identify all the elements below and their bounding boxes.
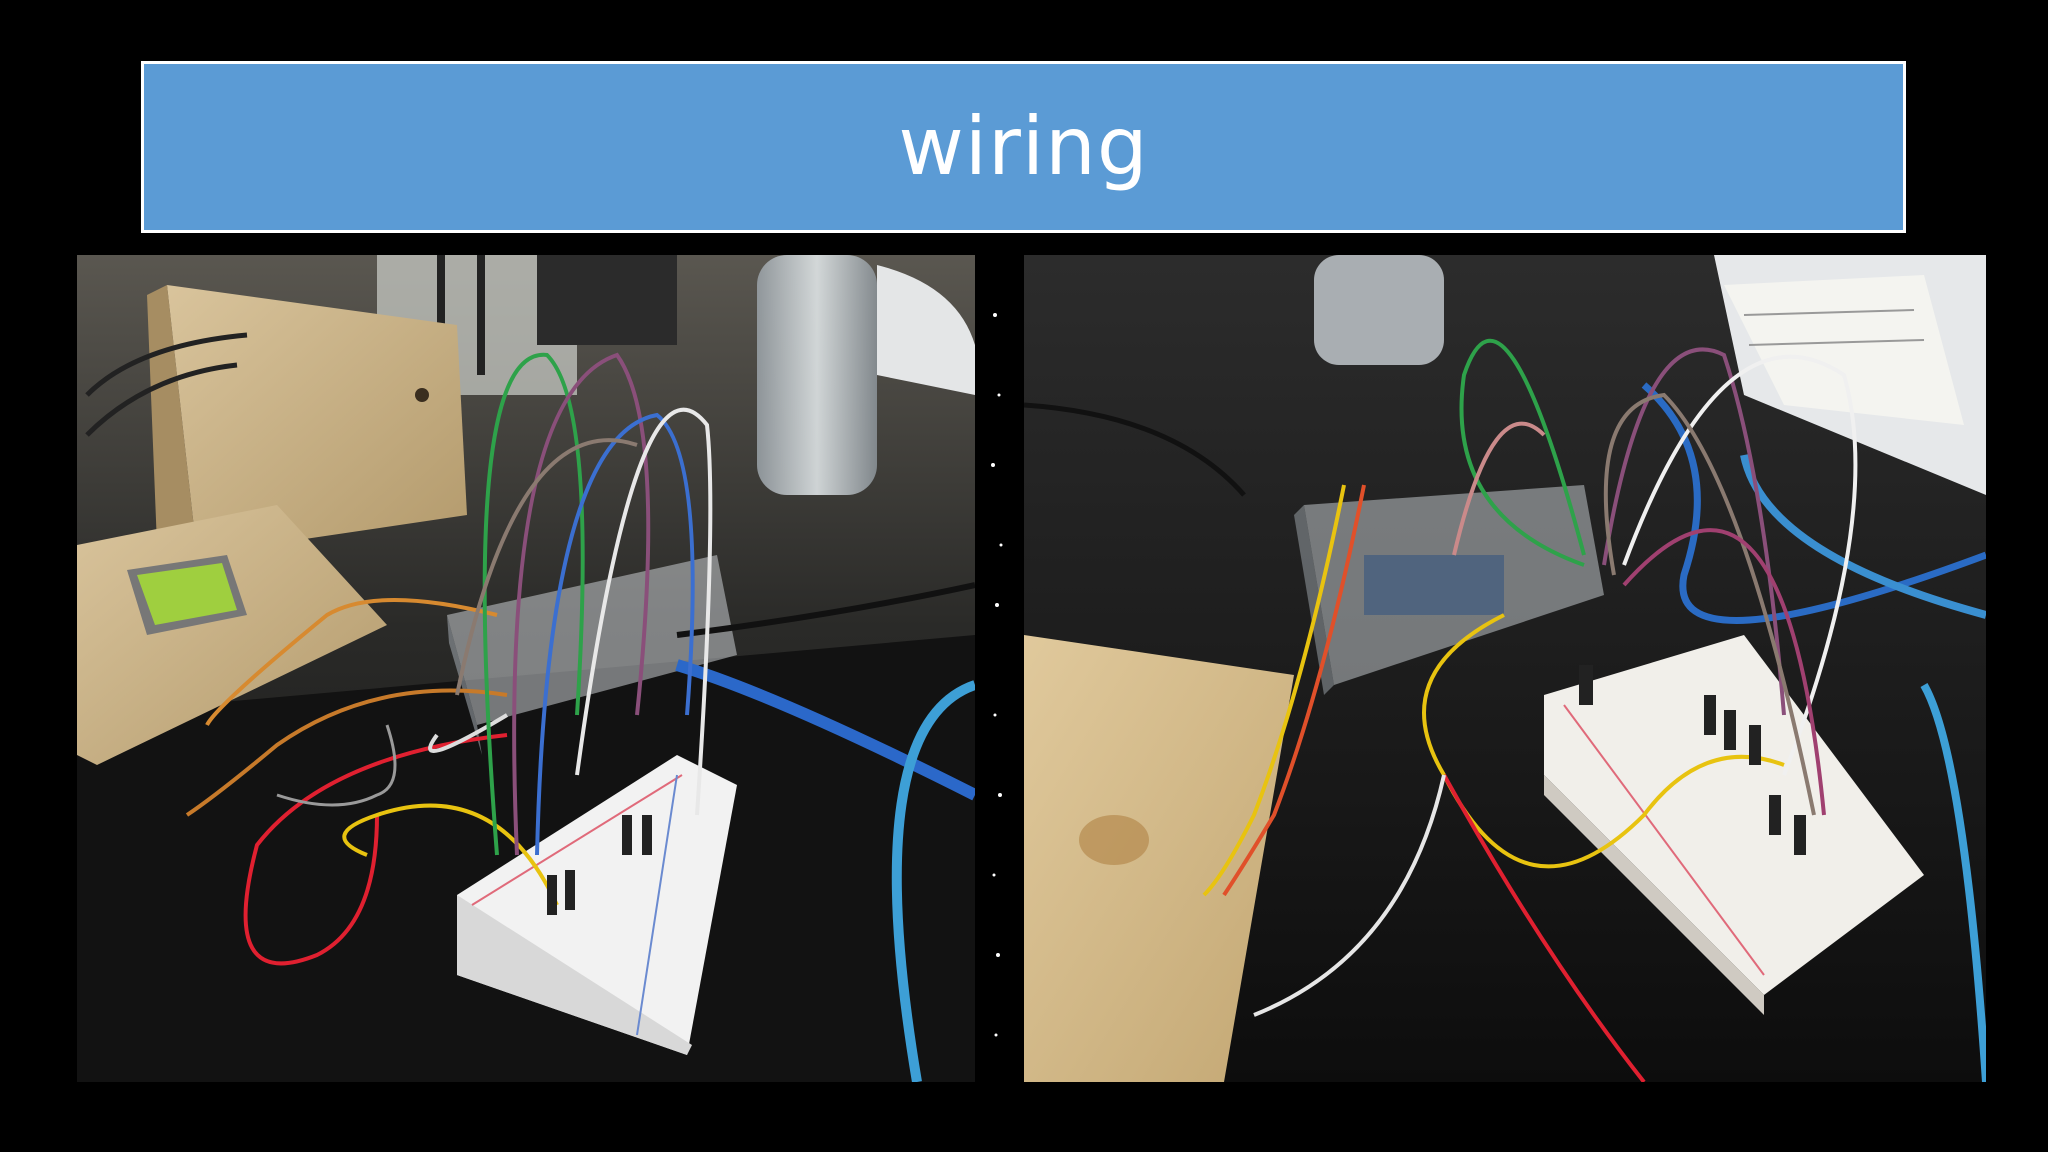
left-wiring-photo [77,255,975,1082]
right-wiring-photo [1024,255,1986,1082]
title-band: wiring [141,61,1906,233]
slide-title: wiring [898,100,1149,193]
right-photo-illustration [1024,255,1986,1082]
divider-sparkles [975,255,1024,1082]
left-photo-illustration [77,255,975,1082]
